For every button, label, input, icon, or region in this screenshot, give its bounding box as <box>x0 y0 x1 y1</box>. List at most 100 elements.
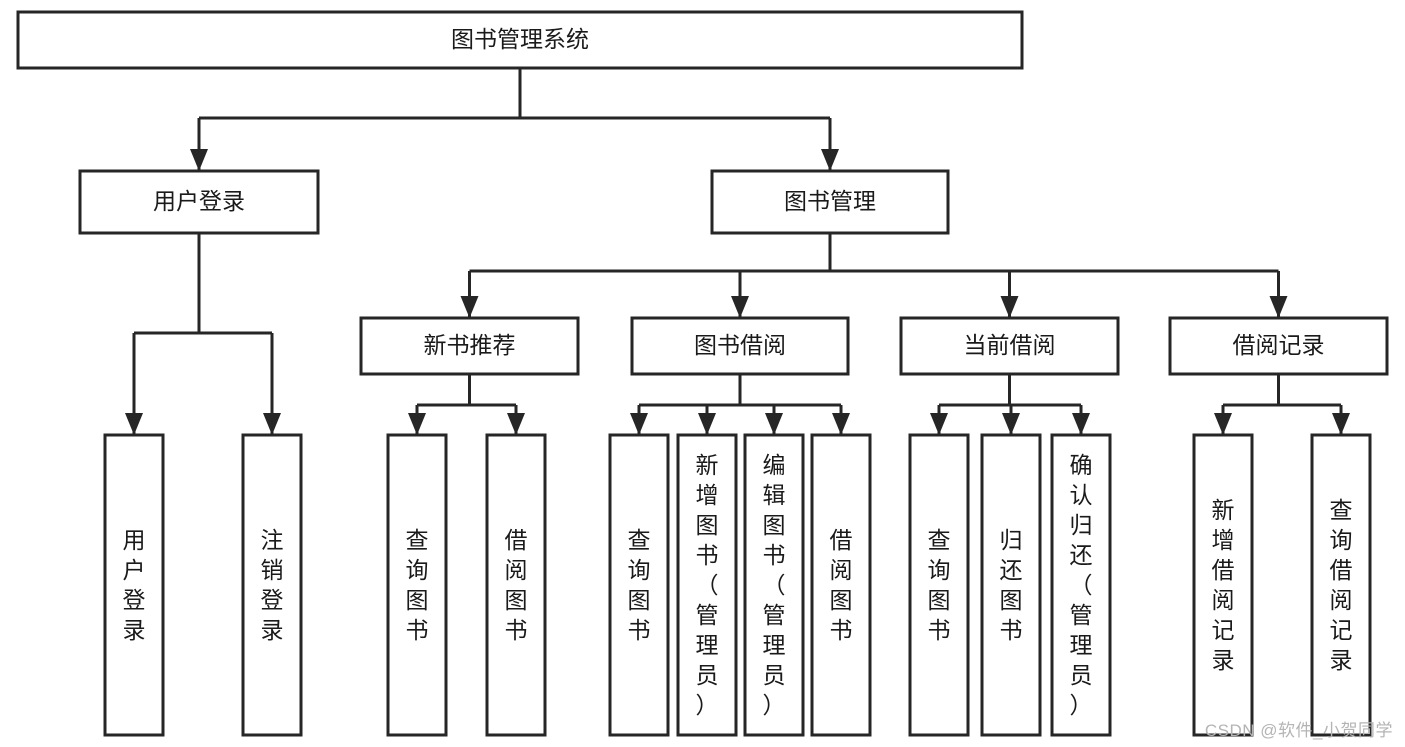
node-label-leaf-query-borrow-record: 录 <box>1330 647 1353 673</box>
csdn-watermark: CSDN @软件_小贺同学 <box>1204 721 1393 740</box>
node-box-leaf-borrow-book-recommend <box>485 433 547 737</box>
node-label-leaf-add-book-admin: （ <box>696 572 719 598</box>
node-box-leaf-query-book-borrow <box>608 433 670 737</box>
node-root[interactable]: 图书管理系统 <box>16 10 1024 70</box>
node-label-leaf-edit-book-admin: 理 <box>763 632 786 658</box>
node-label-leaf-query-book-current: 图 <box>928 587 951 613</box>
node-label-leaf-query-book-current: 询 <box>928 557 951 583</box>
node-label-leaf-user-login: 户 <box>123 557 146 583</box>
node-label-leaf-add-book-admin: 增 <box>696 482 719 508</box>
arrow-head-icon-new-book-recommend <box>460 296 479 318</box>
node-label-leaf-add-book-admin: 理 <box>696 632 719 658</box>
node-box-leaf-add-borrow-record <box>1192 433 1254 737</box>
node-borrow-record[interactable]: 借阅记录 <box>1168 316 1389 376</box>
node-label-leaf-add-borrow-record: 记 <box>1212 617 1235 643</box>
node-box-leaf-borrow-book <box>810 433 872 737</box>
node-label-leaf-edit-book-admin: 图 <box>763 512 786 538</box>
node-label-leaf-confirm-return-admin: ） <box>1070 692 1093 718</box>
arrow-head-icon-borrow-record <box>1269 296 1288 318</box>
arrow-head-icon-leaf-edit-book-admin <box>765 413 783 435</box>
arrow-head-icon-book-borrow <box>731 296 749 318</box>
node-label-leaf-edit-book-admin: 辑 <box>763 482 786 508</box>
node-label-leaf-add-book-admin: ） <box>696 692 719 718</box>
arrow-head-icon-leaf-add-borrow-record <box>1214 413 1232 435</box>
node-label-leaf-confirm-return-admin: 管 <box>1070 602 1093 628</box>
node-label-leaf-query-book-current: 查 <box>928 527 951 553</box>
node-label-book-borrow: 图书借阅 <box>694 332 786 358</box>
node-label-leaf-query-book-recommend: 查 <box>406 527 429 553</box>
node-box-leaf-add-book-admin <box>676 433 738 737</box>
node-label-leaf-user-login: 录 <box>123 617 146 643</box>
node-label-leaf-edit-book-admin: （ <box>763 572 786 598</box>
node-label-leaf-add-borrow-record: 阅 <box>1212 587 1235 613</box>
node-box-leaf-query-book-current <box>908 433 970 737</box>
node-label-leaf-edit-book-admin: 书 <box>763 542 786 568</box>
node-label-leaf-borrow-book: 借 <box>830 527 853 553</box>
node-label-root: 图书管理系统 <box>451 26 589 52</box>
node-label-leaf-add-book-admin: 新 <box>696 452 719 478</box>
node-label-leaf-add-book-admin: 员 <box>696 662 719 688</box>
node-label-leaf-query-book-borrow: 图 <box>628 587 651 613</box>
node-label-leaf-query-borrow-record: 查 <box>1330 497 1353 523</box>
node-box-new-book-recommend <box>359 316 580 376</box>
node-label-leaf-confirm-return-admin: 员 <box>1070 662 1093 688</box>
node-label-leaf-edit-book-admin: 员 <box>763 662 786 688</box>
node-label-new-book-recommend: 新书推荐 <box>424 332 516 358</box>
node-label-leaf-user-logout: 销 <box>261 557 284 583</box>
node-label-leaf-add-book-admin: 管 <box>696 602 719 628</box>
arrow-head-icon-leaf-borrow-book-recommend <box>507 413 525 435</box>
node-box-book-management <box>710 169 950 235</box>
node-label-leaf-add-borrow-record: 录 <box>1212 647 1235 673</box>
node-book-management[interactable]: 图书管理 <box>710 169 950 235</box>
node-label-leaf-add-book-admin: 图 <box>696 512 719 538</box>
node-label-leaf-query-book-recommend: 询 <box>406 557 429 583</box>
node-label-leaf-query-book-borrow: 书 <box>628 617 651 643</box>
arrow-head-icon-leaf-user-logout <box>263 413 281 435</box>
node-label-leaf-query-borrow-record: 阅 <box>1330 587 1353 613</box>
arrow-head-icon-book-management <box>821 149 839 171</box>
node-box-leaf-confirm-return-admin <box>1050 433 1112 737</box>
node-label-leaf-confirm-return-admin: 归 <box>1070 512 1093 538</box>
node-current-borrow[interactable]: 当前借阅 <box>899 316 1120 376</box>
node-label-borrow-record: 借阅记录 <box>1233 332 1325 358</box>
node-box-leaf-user-logout <box>241 433 303 737</box>
node-user-login[interactable]: 用户登录 <box>78 169 320 235</box>
node-label-leaf-return-book: 还 <box>1000 557 1023 583</box>
node-label-leaf-return-book: 归 <box>1000 527 1023 553</box>
connectors-layer <box>125 68 1350 435</box>
arrow-head-icon-leaf-query-book-current <box>930 413 948 435</box>
nodes-layer: 图书管理系统用户登录图书管理新书推荐图书借阅当前借阅借阅记录用户登录注销登录查询… <box>16 10 1389 737</box>
node-new-book-recommend[interactable]: 新书推荐 <box>359 316 580 376</box>
node-label-leaf-borrow-book-recommend: 图 <box>505 587 528 613</box>
arrow-head-icon-leaf-return-book <box>1002 413 1020 435</box>
node-label-leaf-add-borrow-record: 借 <box>1212 557 1235 583</box>
node-book-borrow[interactable]: 图书借阅 <box>630 316 850 376</box>
node-label-leaf-confirm-return-admin: （ <box>1070 572 1093 598</box>
node-label-leaf-borrow-book: 图 <box>830 587 853 613</box>
node-leaf-user-login[interactable]: 用户登录 <box>103 433 165 737</box>
node-box-leaf-edit-book-admin <box>743 433 805 737</box>
node-label-leaf-add-borrow-record: 增 <box>1212 527 1235 553</box>
node-label-leaf-confirm-return-admin: 还 <box>1070 542 1093 568</box>
node-label-current-borrow: 当前借阅 <box>964 332 1056 358</box>
arrow-head-icon-leaf-add-book-admin <box>698 413 716 435</box>
arrow-head-icon-leaf-user-login <box>125 413 143 435</box>
node-label-leaf-add-borrow-record: 新 <box>1212 497 1235 523</box>
arrow-head-icon-leaf-query-borrow-record <box>1332 413 1350 435</box>
node-box-root <box>16 10 1024 70</box>
node-label-leaf-query-book-recommend: 图 <box>406 587 429 613</box>
node-label-leaf-edit-book-admin: ） <box>763 692 786 718</box>
node-label-leaf-borrow-book-recommend: 借 <box>505 527 528 553</box>
